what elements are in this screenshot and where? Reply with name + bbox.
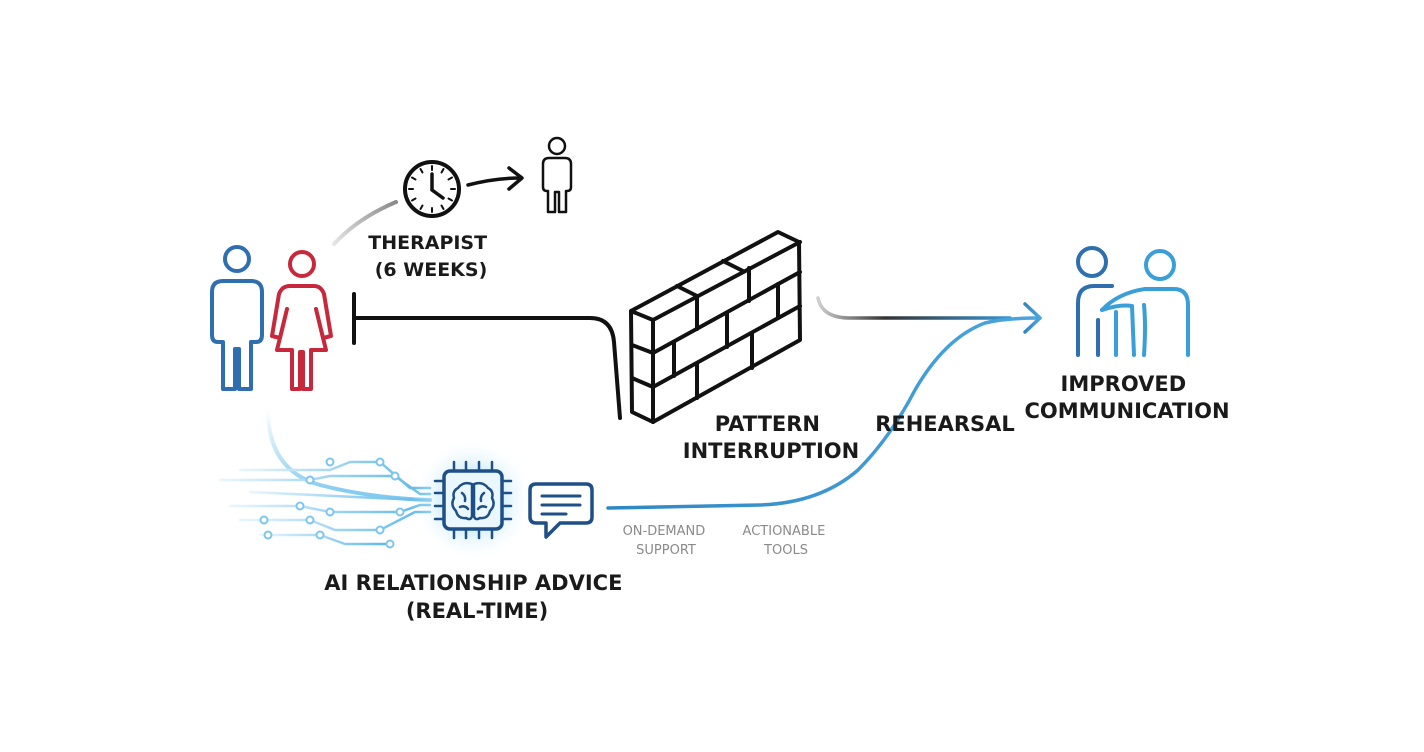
improved-communication-label: IMPROVED COMMUNICATION: [1024, 372, 1229, 423]
actionable-line2: TOOLS: [763, 543, 808, 558]
blocked-path: [352, 292, 622, 420]
couple-to-ai-path: [266, 408, 432, 502]
person-icon: [541, 136, 573, 214]
couple-icon: [210, 245, 333, 391]
therapist-label-line1: THERAPIST: [368, 232, 487, 254]
pattern-label-line2: INTERRUPTION: [683, 439, 859, 463]
ai-to-communication-path: [606, 302, 1042, 510]
actionable-tools-label: ACTIONABLE TOOLS: [743, 524, 830, 558]
therapist-arrow: [466, 166, 524, 191]
rehearsal-label: REHEARSAL: [875, 412, 1015, 436]
ai-advice-label: AI RELATIONSHIP ADVICE (REAL-TIME): [324, 571, 630, 623]
brick-wall-icon: [629, 230, 802, 424]
ai-label-line2: (REAL-TIME): [406, 599, 548, 623]
therapist-label: THERAPIST (6 WEEKS): [368, 232, 493, 281]
ai-label-line1: AI RELATIONSHIP ADVICE: [324, 571, 622, 595]
therapist-label-line2: (6 WEEKS): [375, 259, 488, 281]
circuit-nodes: [259, 457, 405, 549]
chat-bubble-icon: [528, 482, 594, 539]
ondemand-line1: ON-DEMAND: [623, 524, 706, 539]
brain-icon: [451, 481, 495, 521]
wall-exit-path: [816, 296, 1012, 320]
right-person: [1100, 249, 1190, 357]
actionable-line1: ACTIONABLE: [743, 524, 826, 539]
man-figure: [210, 245, 264, 391]
left-person: [1076, 246, 1114, 357]
on-demand-support-label: ON-DEMAND SUPPORT: [623, 524, 710, 558]
embracing-people-icon: [1076, 246, 1190, 357]
improved-label-line2: COMMUNICATION: [1024, 399, 1229, 423]
ondemand-line2: SUPPORT: [636, 543, 696, 558]
woman-figure: [270, 250, 333, 391]
clock-icon: [403, 160, 461, 218]
pattern-interruption-label: PATTERN INTERRUPTION: [683, 412, 859, 463]
improved-label-line1: IMPROVED: [1061, 372, 1187, 396]
brain-chip-icon: [433, 460, 513, 540]
therapist-path-arc: [332, 200, 398, 246]
pattern-label-line1: PATTERN: [715, 412, 820, 436]
